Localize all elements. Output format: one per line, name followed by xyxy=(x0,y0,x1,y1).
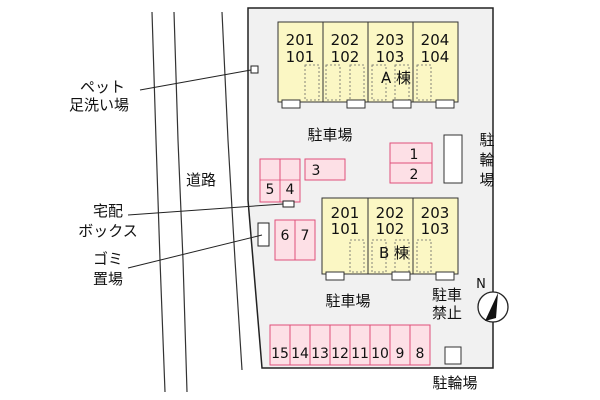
bike-parking-right-label-2: 輪 xyxy=(479,151,494,169)
parking-slot-15: 15 xyxy=(271,346,289,362)
no-parking-label-line2: 禁止 xyxy=(432,304,462,322)
parking-slot-2-box xyxy=(389,162,433,184)
bike-parking-right xyxy=(443,134,463,184)
parking-label-bottom: 駐車場 xyxy=(325,292,370,310)
parking-bottom-row xyxy=(269,324,431,366)
parking-slot-3-box xyxy=(304,158,346,181)
parking-slot-5: 5 xyxy=(266,182,275,198)
parking-pair-54 xyxy=(259,158,301,203)
bike-parking-bottom-label: 駐輪場 xyxy=(432,374,477,392)
parking-slot-3: 3 xyxy=(312,163,321,179)
building-b-unit-201: 201 xyxy=(331,204,360,222)
building-b-unit-102: 102 xyxy=(376,220,405,238)
parking-slot-4: 4 xyxy=(286,182,295,198)
building-a-unit-203: 203 xyxy=(376,31,405,49)
building-a-unit-202: 202 xyxy=(331,31,360,49)
bike-parking-right-label-1: 駐 xyxy=(479,131,494,149)
building-a-unit-204: 204 xyxy=(421,31,450,49)
bike-parking-right-label-3: 場 xyxy=(479,171,494,189)
building-a-unit-103: 103 xyxy=(376,48,405,66)
parking-slot-1: 1 xyxy=(410,147,419,163)
parking-slot-11: 11 xyxy=(351,346,369,362)
parking-slot-6: 6 xyxy=(281,228,290,244)
parking-slot-8: 8 xyxy=(416,346,425,362)
parking-slot-10: 10 xyxy=(371,346,389,362)
building-b xyxy=(321,197,459,281)
building-b-unit-103: 103 xyxy=(421,220,450,238)
parking-slot-12: 12 xyxy=(331,346,349,362)
building-b-unit-202: 202 xyxy=(376,204,405,222)
delivery-box-marker xyxy=(282,200,295,208)
parking-pair-67 xyxy=(274,219,316,261)
building-b-unit-203: 203 xyxy=(421,204,450,222)
building-a xyxy=(277,21,459,109)
north-label: N xyxy=(476,277,486,292)
garbage-area xyxy=(257,222,270,247)
building-a-name: A 棟 xyxy=(381,69,411,87)
bike-parking-bottom xyxy=(444,346,462,365)
building-a-unit-201: 201 xyxy=(286,31,315,49)
road-lines xyxy=(151,11,243,393)
parking-label-top: 駐車場 xyxy=(307,126,352,144)
parking-slot-13: 13 xyxy=(311,346,329,362)
pet-footwash-marker xyxy=(250,65,259,74)
parking-slot-14: 14 xyxy=(291,346,309,362)
delivery-box-label-line2: ボックス xyxy=(78,222,138,240)
building-a-unit-101: 101 xyxy=(286,48,315,66)
garbage-label-line1: ゴミ xyxy=(93,250,123,268)
delivery-box-leader xyxy=(127,203,284,216)
building-b-unit-101: 101 xyxy=(331,220,360,238)
parking-slot-2: 2 xyxy=(410,167,419,183)
delivery-box-label-line1: 宅配 xyxy=(93,202,123,220)
garbage-leader xyxy=(127,234,263,269)
garbage-label-line2: 置場 xyxy=(93,270,123,288)
building-a-unit-104: 104 xyxy=(421,48,450,66)
north-arrow-icon xyxy=(477,291,509,323)
pet-footwash-label-line1: ペット xyxy=(80,78,125,96)
building-a-unit-102: 102 xyxy=(331,48,360,66)
road-label: 道路 xyxy=(186,171,216,189)
building-b-name: B 棟 xyxy=(379,244,409,262)
pet-footwash-leader xyxy=(139,69,252,91)
parking-slot-7: 7 xyxy=(301,228,310,244)
pet-footwash-label-line2: 足洗い場 xyxy=(69,96,129,114)
no-parking-label-line1: 駐車 xyxy=(432,286,462,304)
parking-slot-9: 9 xyxy=(396,346,405,362)
